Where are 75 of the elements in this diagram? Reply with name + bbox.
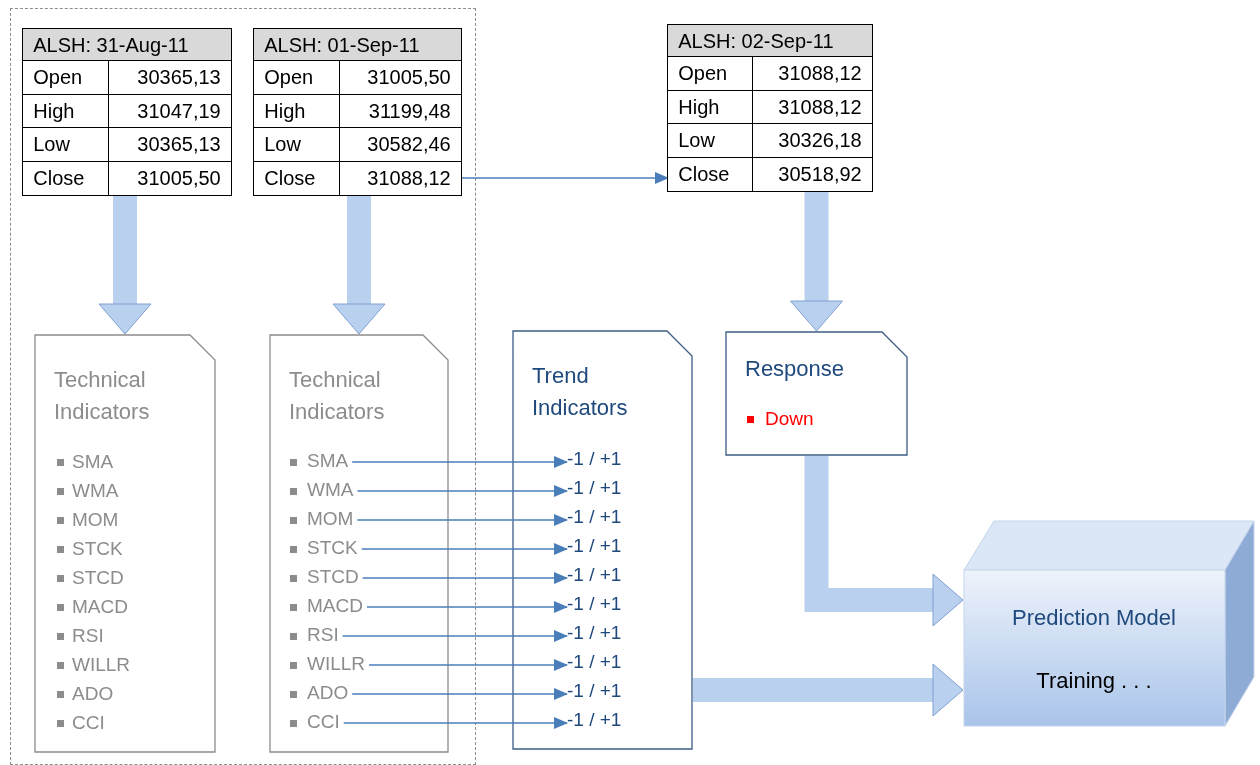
- row-label: Close: [253, 160, 341, 196]
- indicator-name: RSI: [72, 625, 104, 647]
- price-value: 31005,50: [108, 160, 232, 196]
- indicator-name: WMA: [72, 480, 119, 502]
- trend-value: -1 / +1: [567, 506, 622, 529]
- row-label: Open: [253, 60, 341, 96]
- price-value: 30326,18: [752, 123, 873, 159]
- response-value: Down: [765, 408, 814, 430]
- indicator-name: STCD: [307, 566, 359, 589]
- price-value: 30518,92: [752, 156, 873, 192]
- indicator-name: SMA: [307, 450, 349, 473]
- trend-value: -1 / +1: [567, 593, 622, 616]
- arrow: [356, 514, 568, 526]
- block-arrow: [98, 195, 152, 335]
- row-label: Low: [667, 123, 754, 159]
- indicator-name: MOM: [307, 508, 354, 531]
- indicator-name: WMA: [307, 479, 354, 502]
- document-title: Trend Indicators: [532, 362, 629, 422]
- block-arrow: [693, 663, 964, 717]
- block-arrow: [332, 195, 386, 335]
- indicator-name: RSI: [307, 624, 339, 647]
- arrow: [460, 172, 669, 184]
- arrow: [351, 688, 568, 700]
- indicator-name: MOM: [72, 509, 119, 531]
- trend-value: -1 / +1: [567, 651, 622, 674]
- indicator-name: MACD: [72, 596, 128, 618]
- model-title: Prediction Model: [1011, 605, 1177, 631]
- row-label: Open: [22, 60, 110, 96]
- row-label: Low: [253, 127, 341, 163]
- price-value: 30365,13: [108, 127, 232, 163]
- document-title: Response: [745, 356, 845, 382]
- arrow: [343, 717, 568, 729]
- price-value: 30582,46: [339, 127, 462, 163]
- indicator-name: WILLR: [72, 654, 131, 676]
- table-header: ALSH: 01-Sep-11: [253, 28, 462, 62]
- arrow: [362, 572, 568, 584]
- trend-value: -1 / +1: [567, 680, 622, 703]
- indicator-name: SMA: [72, 451, 114, 473]
- status-text: Training . . .: [1035, 668, 1153, 694]
- indicator-name: WILLR: [307, 653, 366, 676]
- arrow: [341, 630, 568, 642]
- arrow: [351, 456, 568, 468]
- trend-value: -1 / +1: [567, 535, 622, 558]
- indicator-name: ADO: [72, 683, 114, 705]
- row-label: Close: [667, 156, 754, 192]
- block-arrow: [790, 191, 843, 332]
- trend-value: -1 / +1: [567, 564, 622, 587]
- trend-value: -1 / +1: [567, 622, 622, 645]
- arrow: [356, 485, 568, 497]
- indicator-name: ADO: [307, 682, 349, 705]
- dashed-frame: [10, 8, 476, 765]
- trend-value: -1 / +1: [567, 477, 622, 500]
- indicator-name: STCD: [72, 567, 124, 589]
- row-label: Open: [667, 56, 754, 92]
- document-title: Technical Indicators: [289, 366, 386, 426]
- price-value: 31088,12: [752, 56, 873, 92]
- price-value: 31005,50: [339, 60, 462, 96]
- document-title: Technical Indicators: [54, 366, 151, 426]
- arrow: [368, 659, 568, 671]
- table-header: ALSH: 31-Aug-11: [22, 28, 232, 62]
- trend-value: -1 / +1: [567, 709, 622, 732]
- arrow: [366, 601, 568, 613]
- row-label: Close: [22, 160, 110, 196]
- trend-value: -1 / +1: [567, 448, 622, 471]
- table-header: ALSH: 02-Sep-11: [667, 24, 873, 58]
- indicator-name: CCI: [72, 712, 105, 734]
- arrow: [360, 543, 568, 555]
- price-value: 31088,12: [339, 160, 462, 196]
- indicator-name: MACD: [307, 595, 363, 618]
- indicator-name: STCK: [307, 537, 358, 560]
- price-value: 30365,13: [108, 60, 232, 96]
- row-label: Low: [22, 127, 110, 163]
- indicator-name: CCI: [307, 711, 340, 734]
- block-arrow: [804, 456, 964, 627]
- indicator-name: STCK: [72, 538, 123, 560]
